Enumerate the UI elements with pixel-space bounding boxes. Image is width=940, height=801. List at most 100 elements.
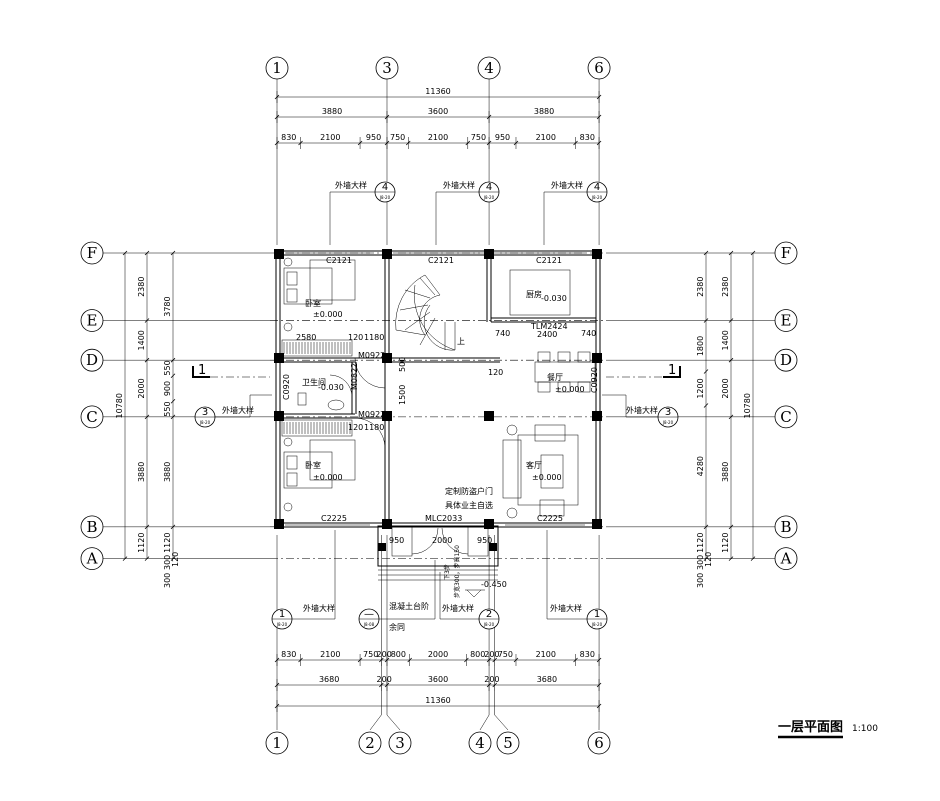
detail-ref: J8-20 bbox=[199, 420, 211, 425]
dim-text: 750 bbox=[498, 650, 513, 659]
dim-text: 830 bbox=[281, 133, 296, 142]
dim-tick bbox=[144, 556, 150, 561]
dim-text: 2580 bbox=[296, 333, 316, 342]
dim-text: 950 bbox=[366, 133, 381, 142]
axis-bubble bbox=[265, 56, 289, 80]
steps-down: 下3步 bbox=[443, 564, 451, 580]
dim-tick bbox=[703, 524, 709, 530]
wardrobe-top bbox=[283, 342, 351, 354]
dim-tick bbox=[170, 357, 176, 363]
detail-label: 外墙大样 bbox=[551, 180, 583, 190]
axis-label: B bbox=[86, 518, 97, 536]
dim-tick bbox=[170, 414, 176, 420]
dim-tick bbox=[703, 403, 709, 408]
axis-bubble bbox=[80, 348, 104, 372]
detail-number: 4 bbox=[382, 182, 388, 193]
dim-text: 950 bbox=[477, 536, 492, 545]
furniture bbox=[283, 257, 596, 519]
axis-bubble bbox=[496, 731, 520, 755]
axis-line bbox=[369, 535, 382, 731]
dim-text: 3680 bbox=[319, 675, 339, 684]
dim-text: 800 bbox=[391, 650, 406, 659]
dim-text: 3600 bbox=[428, 107, 448, 116]
steps-note: 步宽300，步高150 bbox=[453, 545, 461, 598]
axis-bubble bbox=[774, 241, 798, 265]
window-label: C2121 bbox=[536, 256, 562, 265]
window-label: C2121 bbox=[326, 256, 352, 265]
dim-text: 3880 bbox=[322, 107, 342, 116]
window-label: C0920 bbox=[590, 367, 599, 393]
annotations: C2121 C2121 C2121 C2225 C2225 C0920 C092… bbox=[282, 256, 599, 632]
axis-bubble bbox=[477, 56, 501, 80]
window-label: C0920 bbox=[282, 374, 291, 400]
room-name-living: 客厅 bbox=[526, 460, 542, 470]
dim-text: 200 bbox=[484, 650, 499, 659]
detail-number: 1 bbox=[279, 609, 285, 620]
dim-text: 2000 bbox=[137, 378, 146, 398]
door-label: M0922 bbox=[358, 351, 385, 360]
dim-text: 11360 bbox=[425, 87, 450, 96]
dim-tick bbox=[728, 414, 734, 420]
axis-label: 3 bbox=[395, 734, 405, 752]
detail-label: 外墙大样 bbox=[335, 180, 367, 190]
dim-text: 120 bbox=[348, 333, 363, 342]
detail-ref: J8-20 bbox=[662, 420, 674, 425]
dim-text: 950 bbox=[495, 133, 510, 142]
dim-text: 550 bbox=[163, 360, 172, 375]
axis-label: E bbox=[87, 311, 98, 329]
dim-tick bbox=[144, 250, 150, 256]
dim-text: 2000 bbox=[428, 650, 448, 659]
dim-text: 3600 bbox=[428, 675, 448, 684]
dim-text: 2100 bbox=[428, 133, 448, 142]
dim-tick bbox=[170, 556, 176, 561]
leader-line bbox=[439, 572, 479, 620]
dim-tick bbox=[728, 524, 734, 530]
axis-bubble bbox=[774, 547, 798, 571]
axis-bubble bbox=[265, 731, 289, 755]
detail-number: 3 bbox=[202, 407, 208, 418]
dim-tick bbox=[703, 369, 709, 374]
detail-number: 3 bbox=[665, 407, 671, 418]
dim-text: 830 bbox=[580, 133, 595, 142]
detail-number: 1 bbox=[594, 609, 600, 620]
dim-tick bbox=[728, 556, 734, 561]
axis-label: 4 bbox=[475, 734, 485, 752]
porch-level: -0.450 bbox=[481, 580, 507, 589]
wardrobe-bottom bbox=[283, 422, 351, 434]
dim-tick bbox=[144, 357, 150, 363]
room-level: ±0.000 bbox=[555, 385, 585, 394]
axis-label: A bbox=[780, 550, 792, 568]
dim-text: 120 bbox=[704, 552, 713, 567]
dim-text: 120 bbox=[348, 423, 363, 432]
dim-text: 2400 bbox=[537, 330, 557, 339]
room-name-bedroom: 卧室 bbox=[305, 460, 321, 470]
dim-text: 200 bbox=[484, 675, 499, 684]
dim-text: 3880 bbox=[721, 462, 730, 482]
dim-tick bbox=[750, 250, 756, 256]
detail-label: 外墙大样 bbox=[626, 405, 658, 415]
stair-up-label: 上 bbox=[457, 337, 465, 346]
dim-text: 2380 bbox=[137, 277, 146, 297]
drawing-title: 一层平面图 1:100 bbox=[778, 720, 878, 739]
axis-label: 5 bbox=[503, 734, 513, 752]
room-name-bathroom: 卫生间 bbox=[302, 377, 326, 387]
dim-text: 2380 bbox=[696, 277, 705, 297]
dim-text: 3780 bbox=[163, 296, 172, 316]
axis-bubble bbox=[80, 547, 104, 571]
dim-text: 800 bbox=[470, 650, 485, 659]
dim-text: 200 bbox=[377, 675, 392, 684]
dim-text: 830 bbox=[580, 650, 595, 659]
dim-text: 2100 bbox=[320, 133, 340, 142]
dim-text: 3880 bbox=[137, 462, 146, 482]
axis-label: F bbox=[87, 244, 97, 262]
axis-label: C bbox=[780, 408, 791, 426]
axis-bubble bbox=[774, 515, 798, 539]
dim-tick bbox=[170, 398, 176, 404]
axis-line bbox=[386, 535, 401, 731]
detail-number: 2 bbox=[486, 609, 492, 620]
axis-bubble bbox=[468, 731, 492, 755]
axis-bubble bbox=[375, 56, 399, 80]
dim-text: 120 bbox=[488, 368, 503, 377]
